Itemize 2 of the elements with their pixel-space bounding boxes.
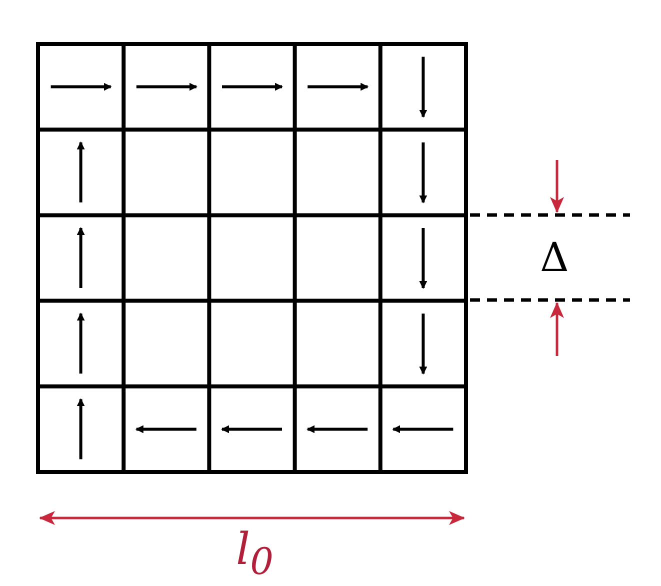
dimension-label: Δ bbox=[540, 238, 569, 278]
dimension-label: l$_{0}$ bbox=[236, 528, 274, 580]
